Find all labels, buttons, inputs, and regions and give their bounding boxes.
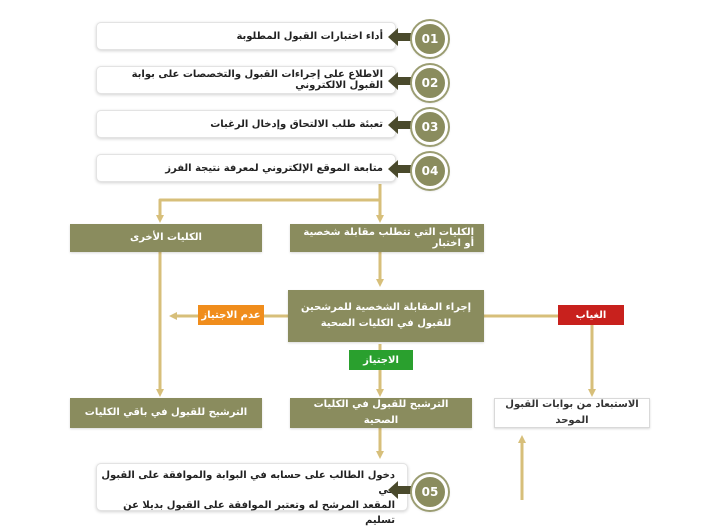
step-2-number: 02 bbox=[421, 76, 439, 90]
nominate-other-label: الترشيح للقبول في باقي الكليات bbox=[84, 407, 248, 418]
step-2-badge: 02 bbox=[412, 65, 448, 101]
step-3-badge: 03 bbox=[412, 109, 448, 145]
step-2-arrow-icon bbox=[388, 72, 414, 90]
step-4-box: متابعة الموقع الإلكتروني لمعرفة نتيجة ال… bbox=[96, 154, 396, 182]
nominate-health-label: الترشيح للقبول في الكليات الصحية bbox=[313, 399, 449, 426]
interview-colleges-node: الكليات التي تتطلب مقابلة شخصية أو اختبا… bbox=[290, 224, 484, 252]
interview-line-2: للقبول في الكليات الصحية bbox=[320, 318, 452, 329]
step-4-arrow-icon bbox=[388, 160, 414, 178]
interview-colleges-label: الكليات التي تتطلب مقابلة شخصية أو اختبا… bbox=[303, 227, 474, 249]
step-1-arrow-icon bbox=[388, 28, 414, 46]
step-5-line-1: دخول الطالب على حسابه في البوابة والمواف… bbox=[101, 470, 395, 496]
other-colleges-label: الكليات الأخرى bbox=[130, 232, 202, 243]
absent-tag-label: الغياب bbox=[575, 309, 607, 321]
nominate-other-node: الترشيح للقبول في باقي الكليات bbox=[70, 398, 262, 428]
step-5-badge: 05 bbox=[412, 474, 448, 510]
nominate-health-node: الترشيح للقبول في الكليات الصحية bbox=[290, 398, 472, 428]
interview-node: إجراء المقابلة الشخصية للمرشحين للقبول ف… bbox=[288, 290, 484, 342]
pass-tag: الاجتياز bbox=[349, 350, 413, 370]
step-4-text: متابعة الموقع الإلكتروني لمعرفة نتيجة ال… bbox=[165, 162, 383, 174]
step-2-box: الاطلاع على إجراءات القبول والتخصصات على… bbox=[96, 66, 396, 94]
step-5-number: 05 bbox=[421, 485, 439, 499]
step-1-text: أداء اختبارات القبول المطلوبة bbox=[236, 30, 383, 42]
step-3-text: تعبئة طلب الالتحاق وإدخال الرغبات bbox=[210, 118, 383, 130]
step-4-number: 04 bbox=[421, 164, 439, 178]
connector-split-left bbox=[156, 198, 380, 223]
absent-tag: الغياب bbox=[558, 305, 624, 325]
step-1-number: 01 bbox=[421, 32, 439, 46]
step-5-arrow-icon bbox=[388, 481, 414, 499]
step-3-box: تعبئة طلب الالتحاق وإدخال الرغبات bbox=[96, 110, 396, 138]
interview-line-1: إجراء المقابلة الشخصية للمرشحين bbox=[300, 302, 472, 313]
other-colleges-node: الكليات الأخرى bbox=[70, 224, 262, 252]
excluded-node: الاستبعاد من بوابات القبول الموحد bbox=[494, 398, 650, 428]
pass-tag-label: الاجتياز bbox=[363, 354, 399, 366]
step-1-box: أداء اختبارات القبول المطلوبة bbox=[96, 22, 396, 50]
step-2-text: الاطلاع على إجراءات القبول والتخصصات على… bbox=[131, 69, 383, 91]
fail-tag-label: عدم الاجتياز bbox=[201, 309, 261, 321]
excluded-label: الاستبعاد من بوابات القبول الموحد bbox=[505, 399, 639, 426]
step-1-badge: 01 bbox=[412, 21, 448, 57]
step-5-line-2: المقعد المرشح له وتعتبر الموافقة على الق… bbox=[123, 500, 395, 526]
step-3-number: 03 bbox=[421, 120, 439, 134]
connector-absent bbox=[484, 314, 596, 397]
fail-tag: عدم الاجتياز bbox=[198, 305, 264, 325]
step-5-box: دخول الطالب على حسابه في البوابة والمواف… bbox=[96, 463, 408, 526]
step-3-arrow-icon bbox=[388, 116, 414, 134]
step-4-badge: 04 bbox=[412, 153, 448, 189]
